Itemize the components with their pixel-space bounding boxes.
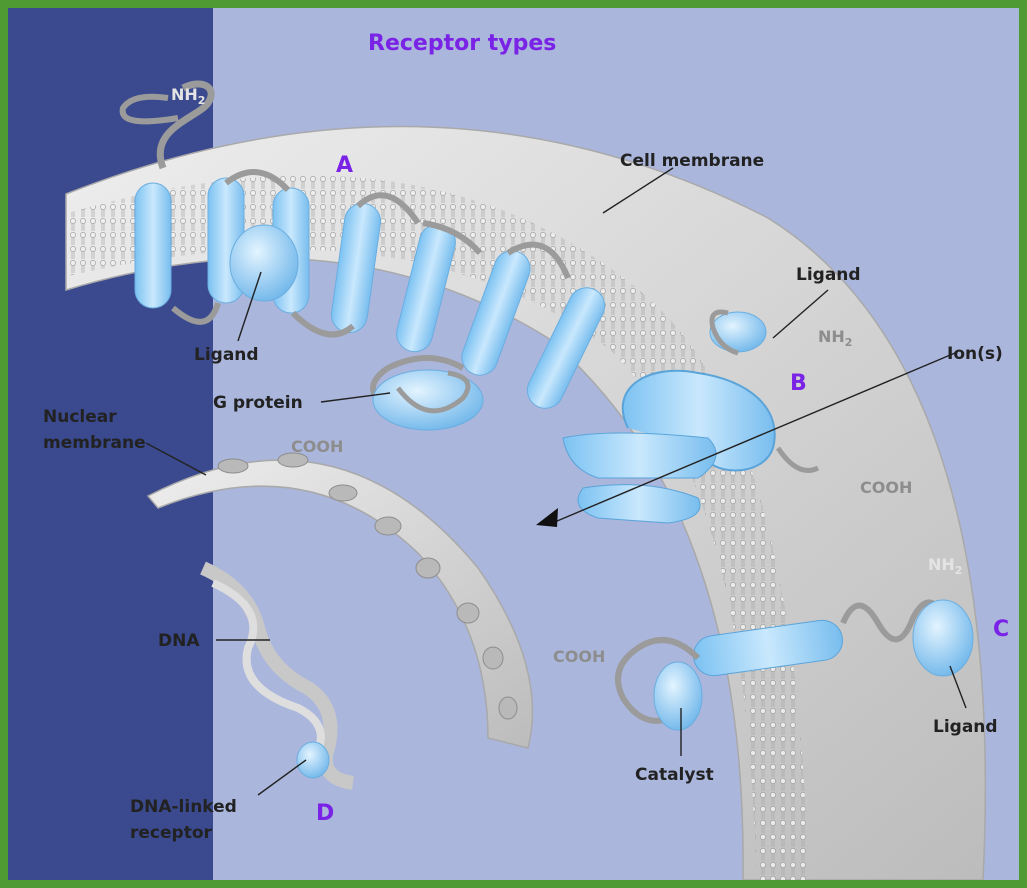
label-dna: DNA <box>158 631 200 651</box>
group-letter-a: A <box>336 153 353 178</box>
nuclear-pore-4 <box>375 517 401 535</box>
dna-linked-receptor-ball <box>297 742 329 778</box>
terminus-cooh-c: COOH <box>553 647 605 666</box>
catalyst-ball <box>654 662 702 730</box>
terminus-cooh-a: COOH <box>291 437 343 456</box>
nuclear-pore-6 <box>457 603 479 623</box>
helix-a1 <box>135 183 171 308</box>
label-dna-linked-receptor-line2: receptor <box>130 823 212 843</box>
label-ligand-c: Ligand <box>933 717 998 737</box>
group-letter-c: C <box>993 617 1009 642</box>
group-letter-d: D <box>316 801 334 826</box>
receptor-types-diagram: Receptor types A B C D Cell membrane Lig… <box>8 8 1019 880</box>
terminus-cooh-b: COOH <box>860 478 912 497</box>
nuclear-pore-8 <box>499 697 517 719</box>
nuclear-pore-7 <box>483 647 503 669</box>
label-g-protein: G protein <box>213 393 303 413</box>
nuclear-pore-3 <box>329 485 357 501</box>
ligand-c-ball <box>913 600 973 676</box>
nuclear-pore-5 <box>416 558 440 578</box>
nuclear-pore-1 <box>218 459 248 473</box>
label-cell-membrane: Cell membrane <box>620 151 764 171</box>
label-nuclear-membrane-line1: Nuclear <box>43 407 117 427</box>
label-catalyst: Catalyst <box>635 765 714 785</box>
label-nuclear-membrane-line2: membrane <box>43 433 146 453</box>
group-letter-b: B <box>790 371 807 396</box>
label-dna-linked-receptor-line1: DNA-linked <box>130 797 237 817</box>
ligand-a-ball <box>230 225 298 301</box>
ligand-b-ball <box>710 312 766 352</box>
label-ions: Ion(s) <box>947 344 1003 364</box>
channel-lower-subunit <box>563 433 716 478</box>
diagram-title: Receptor types <box>368 31 556 56</box>
label-ligand-b: Ligand <box>796 265 861 285</box>
label-ligand-a: Ligand <box>194 345 259 365</box>
